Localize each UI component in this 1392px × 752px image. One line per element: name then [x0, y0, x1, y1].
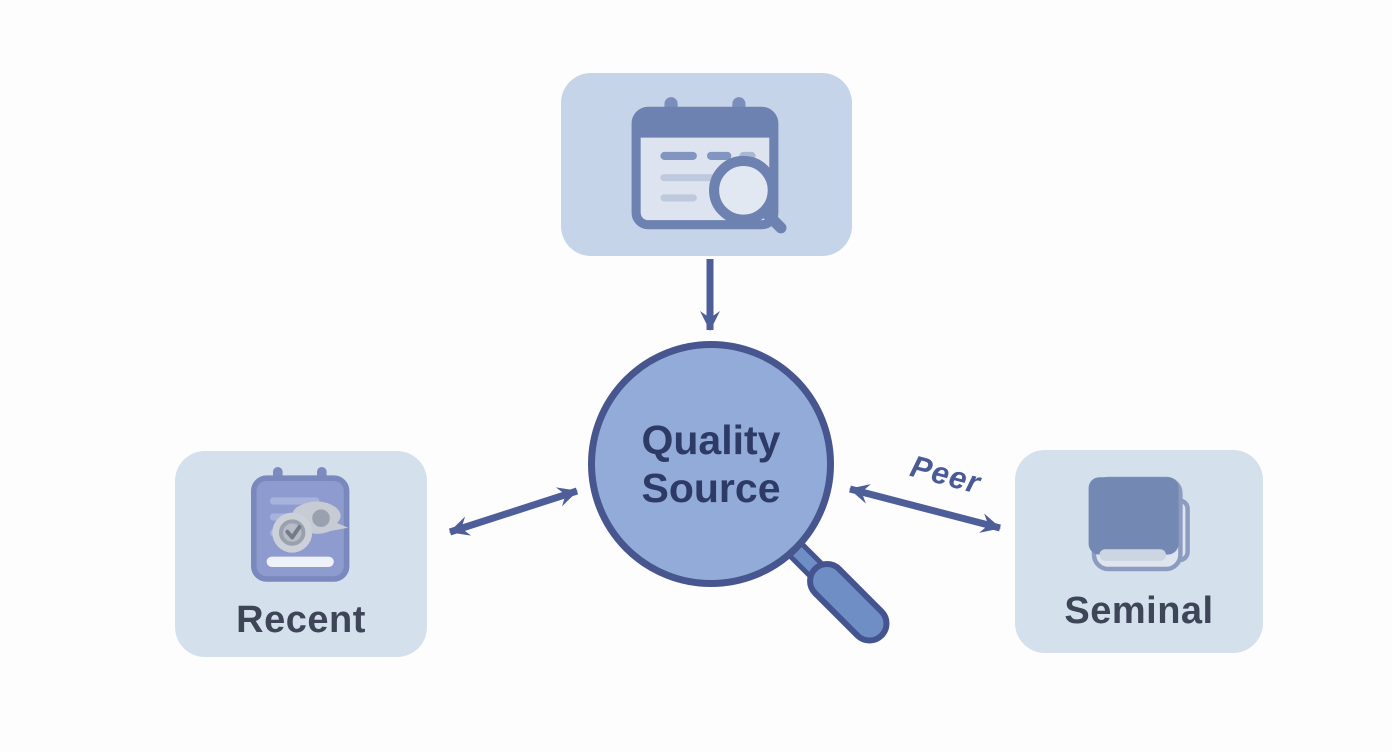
node-recent: Recent: [175, 451, 427, 657]
node-calendar-search: [561, 73, 852, 256]
recent-label: Recent: [236, 598, 366, 641]
edge-left-to-center: [448, 487, 579, 536]
node-seminal: Seminal: [1015, 450, 1263, 653]
node-quality-source: Quality Source: [588, 341, 834, 587]
book-icon: [1088, 476, 1190, 572]
checker-tool-glyph: [272, 500, 349, 553]
edge-center-to-right: [849, 484, 1001, 533]
quality-source-label: Quality Source: [641, 416, 781, 511]
seminal-label: Seminal: [1064, 590, 1214, 632]
notepad-review-icon: [251, 466, 350, 582]
calendar-search-icon: [631, 96, 786, 233]
